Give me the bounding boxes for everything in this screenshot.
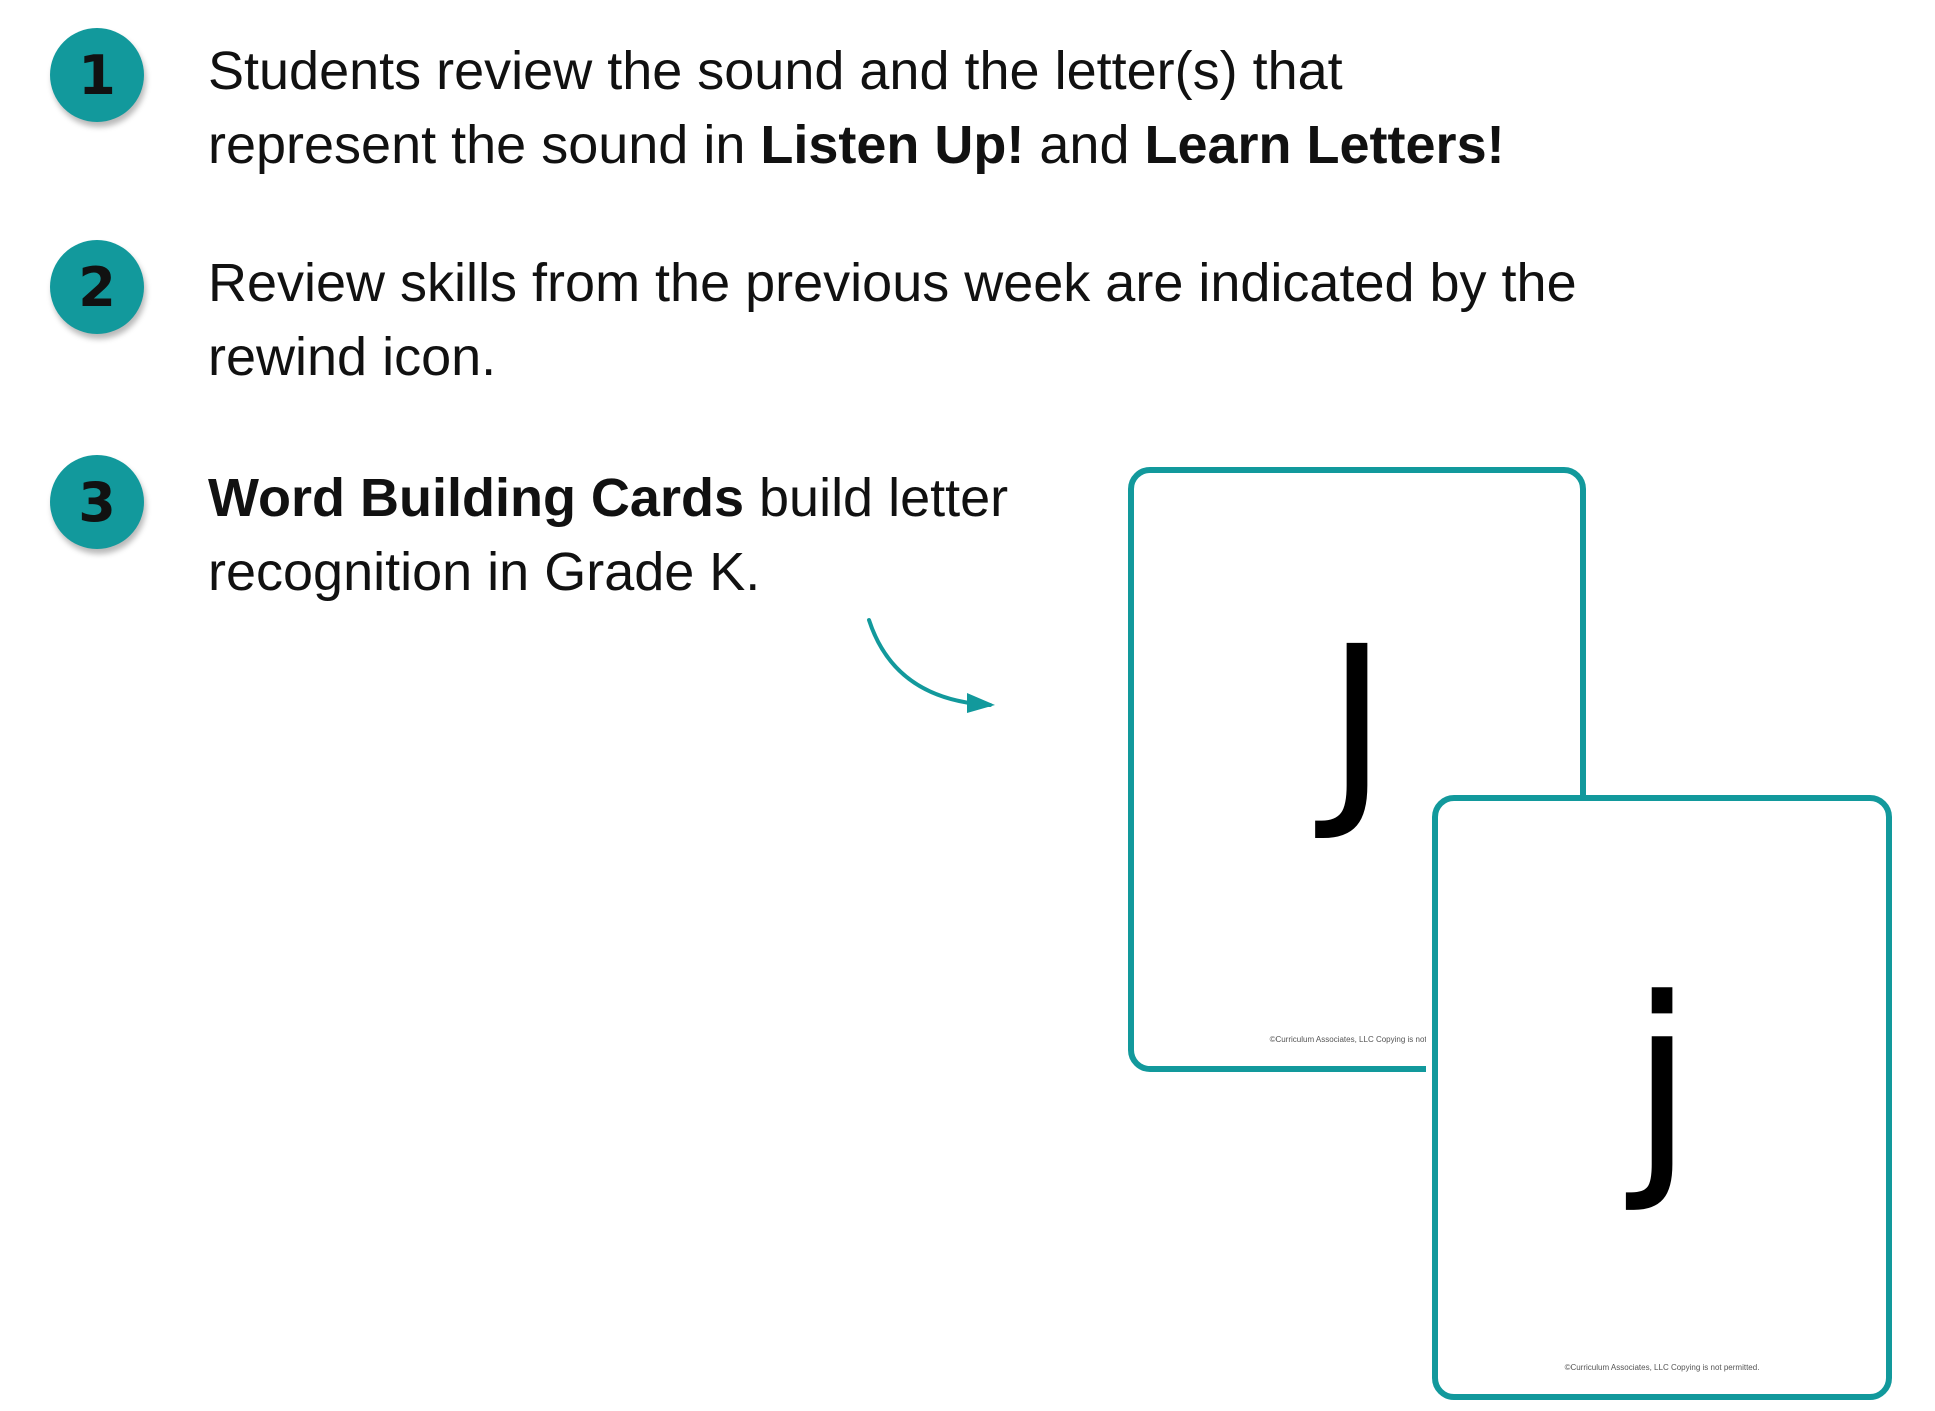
card-copyright: ©Curriculum Associates, LLC Copying is n…	[1269, 1035, 1465, 1044]
word-building-cards-title: Word Building Cards	[208, 468, 744, 528]
step-1-text-part: and	[1024, 115, 1145, 175]
listen-up-title: Listen Up!	[760, 115, 1025, 175]
card-copyright: ©Curriculum Associates, LLC Copying is n…	[1564, 1363, 1760, 1372]
card-letter: j	[1630, 950, 1694, 1217]
step-2-text: Review skills from the previous week are…	[208, 246, 1578, 394]
step-2-text-part: Review skills from the previous week are…	[208, 253, 1577, 387]
curved-arrow-icon	[867, 618, 995, 713]
step-number-badge: 2	[50, 240, 144, 334]
learn-letters-title: Learn Letters!	[1144, 115, 1505, 175]
step-3-text-part: build letter recognition in Grade K.	[208, 468, 1009, 602]
step-number-badge: 3	[50, 455, 144, 549]
step-number-badge: 1	[50, 28, 144, 122]
word-building-card-lowercase: j ©Curriculum Associates, LLC Copying is…	[1432, 795, 1892, 1400]
card-letter: J	[1326, 601, 1388, 846]
step-1-text-part: Students review the sound and the letter…	[208, 41, 1343, 175]
step-3-text: Word Building Cards build letter recogni…	[208, 461, 1088, 609]
step-1-text: Students review the sound and the letter…	[208, 34, 1578, 182]
